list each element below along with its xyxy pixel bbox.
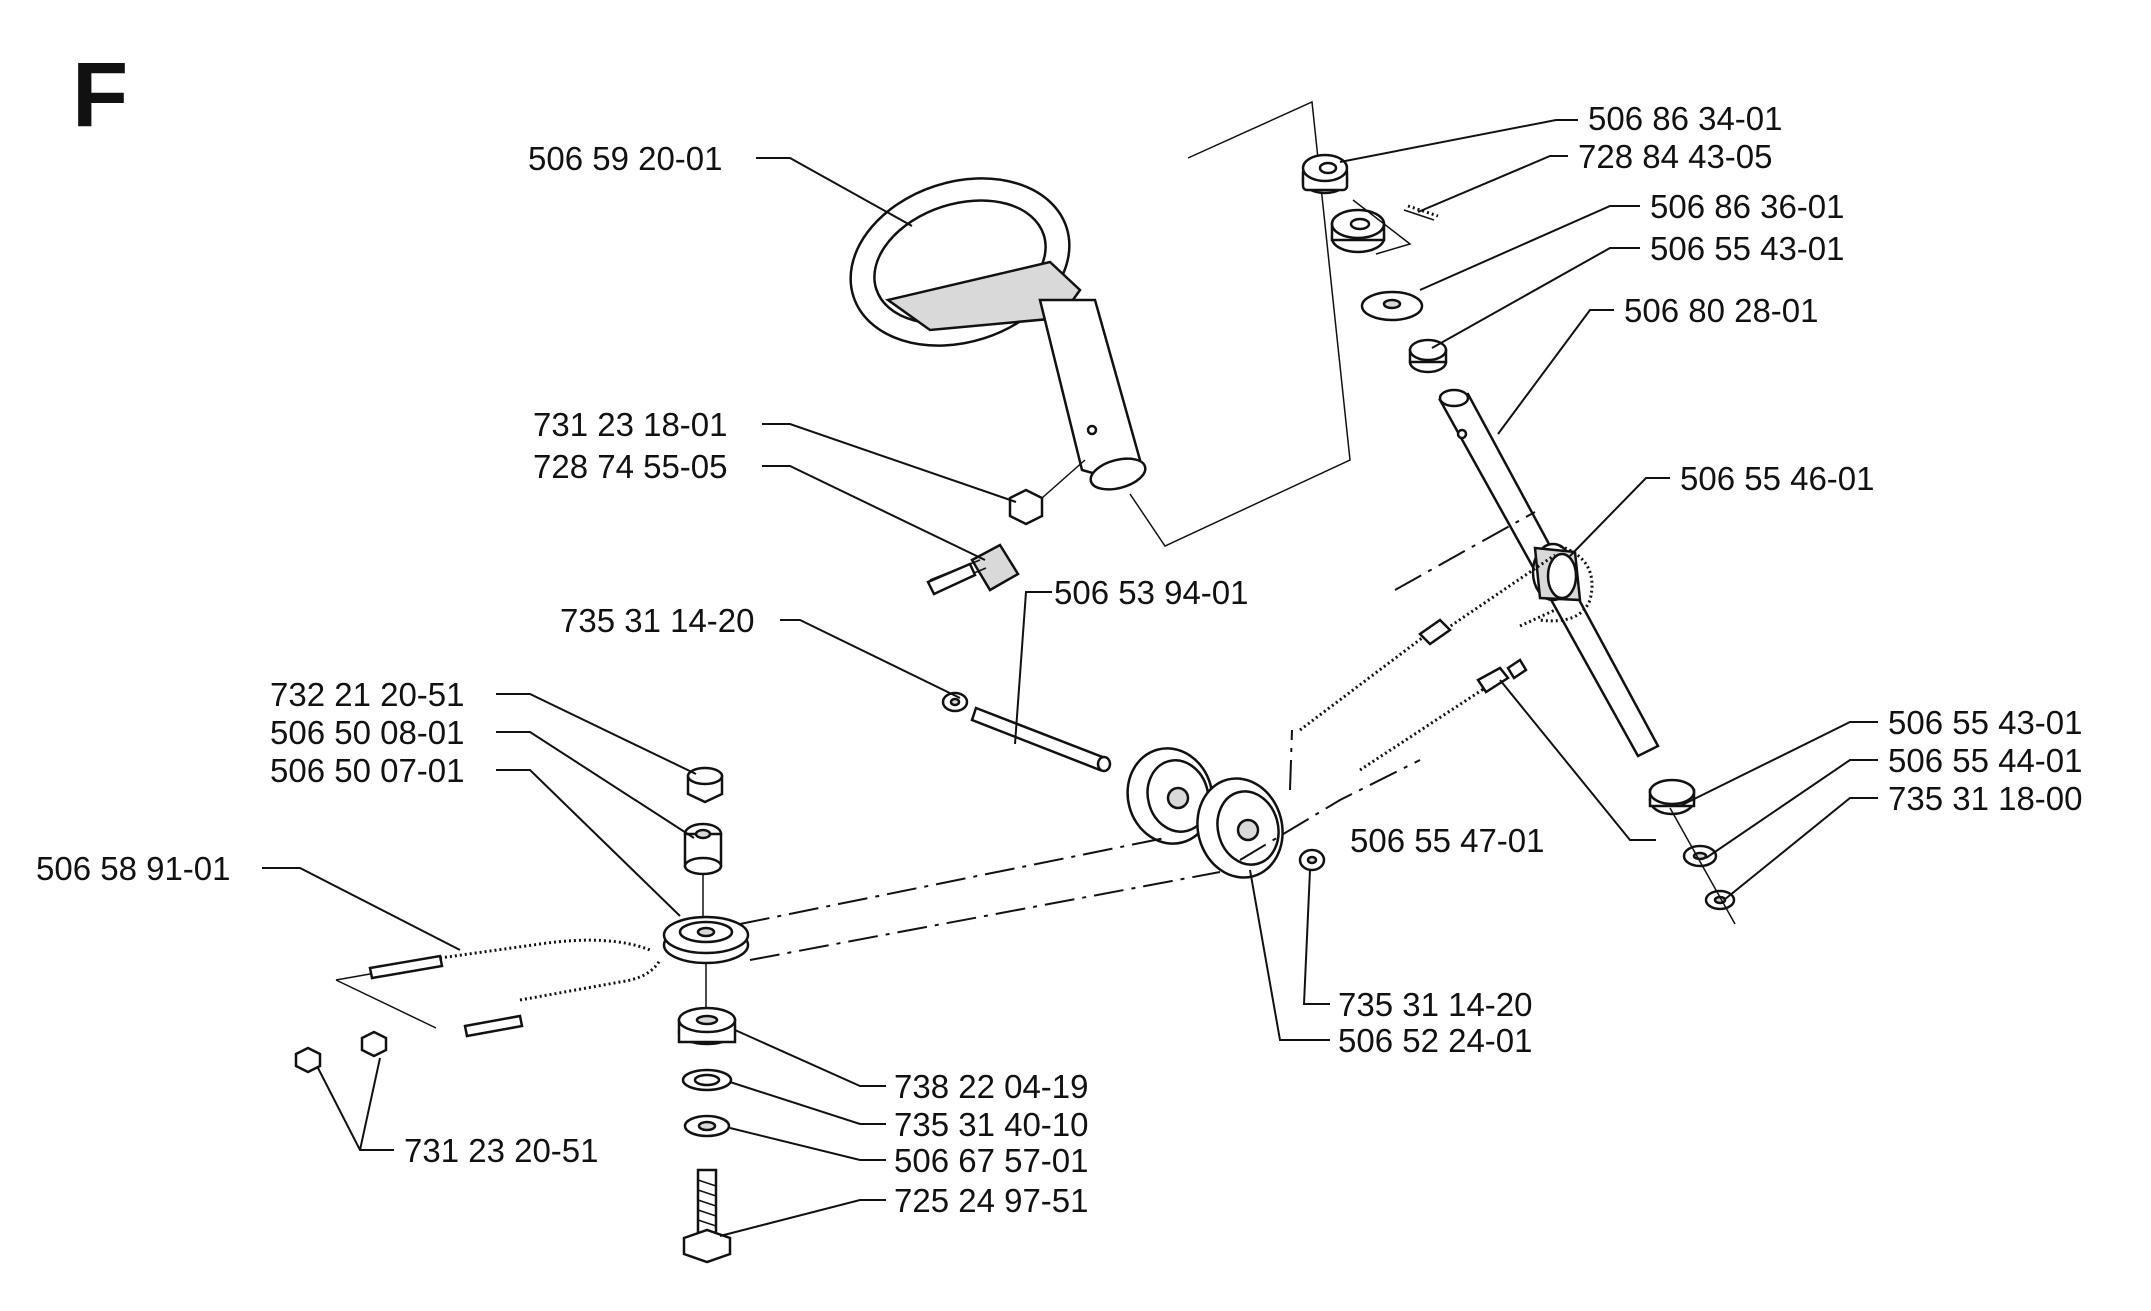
label-bushing-bottom: 506 55 43-01 bbox=[1888, 704, 2083, 741]
label-chain: 506 55 47-01 bbox=[1350, 822, 1545, 859]
label-bolt: 725 24 97-51 bbox=[894, 1182, 1089, 1219]
label-nuts-cable: 731 23 20-51 bbox=[404, 1132, 599, 1169]
label-sprocket: 506 55 46-01 bbox=[1680, 460, 1875, 497]
label-steering-shaft: 506 80 28-01 bbox=[1624, 292, 1819, 329]
label-cable: 506 58 91-01 bbox=[36, 850, 231, 887]
label-nut-top: 732 21 20-51 bbox=[270, 676, 465, 713]
cable-drawing bbox=[294, 938, 662, 1074]
pin-drawing bbox=[941, 691, 1112, 773]
label-pulley-pair: 506 52 24-01 bbox=[1338, 1022, 1533, 1059]
label-washer-bottom: 506 55 44-01 bbox=[1888, 742, 2083, 779]
label-bearing: 738 22 04-19 bbox=[894, 1068, 1089, 1105]
label-pulley-left: 506 50 07-01 bbox=[270, 752, 465, 789]
label-steering-wheel: 506 59 20-01 bbox=[528, 140, 723, 177]
part-labels: 506 59 20-01 731 23 18-01 728 74 55-05 5… bbox=[36, 100, 2083, 1219]
label-washer-mid: 735 31 14-20 bbox=[1338, 986, 1533, 1023]
label-screw-a: 731 23 18-01 bbox=[533, 406, 728, 443]
label-washer-top: 506 86 36-01 bbox=[1650, 188, 1845, 225]
label-collar: 506 86 34-01 bbox=[1588, 100, 1783, 137]
label-bushing-top: 506 55 43-01 bbox=[1650, 230, 1845, 267]
leader-lines bbox=[262, 119, 1878, 1237]
cable-ends-drawing bbox=[1299, 618, 1528, 772]
label-pin: 506 53 94-01 bbox=[1054, 574, 1249, 611]
label-spacer: 506 50 08-01 bbox=[270, 714, 465, 751]
wheel-screw-drawing bbox=[926, 459, 1086, 596]
alignment-lines bbox=[739, 511, 1536, 961]
left-pulley-stack-drawing bbox=[662, 766, 750, 1264]
label-circlip: 735 31 40-10 bbox=[894, 1106, 1089, 1143]
label-clip-bottom: 735 31 18-00 bbox=[1888, 780, 2083, 817]
section-letter: F bbox=[72, 44, 128, 146]
pulleys-drawing bbox=[1126, 747, 1326, 879]
label-washer-small: 506 67 57-01 bbox=[894, 1142, 1089, 1179]
column-bracket-outline bbox=[1129, 100, 1351, 547]
label-screw-b: 728 74 55-05 bbox=[533, 448, 728, 485]
label-set-screw: 728 84 43-05 bbox=[1578, 138, 1773, 175]
steering-shaft-drawing bbox=[1301, 153, 1736, 925]
label-washer-left: 735 31 14-20 bbox=[560, 602, 755, 639]
steering-wheel-drawing bbox=[849, 177, 1147, 491]
